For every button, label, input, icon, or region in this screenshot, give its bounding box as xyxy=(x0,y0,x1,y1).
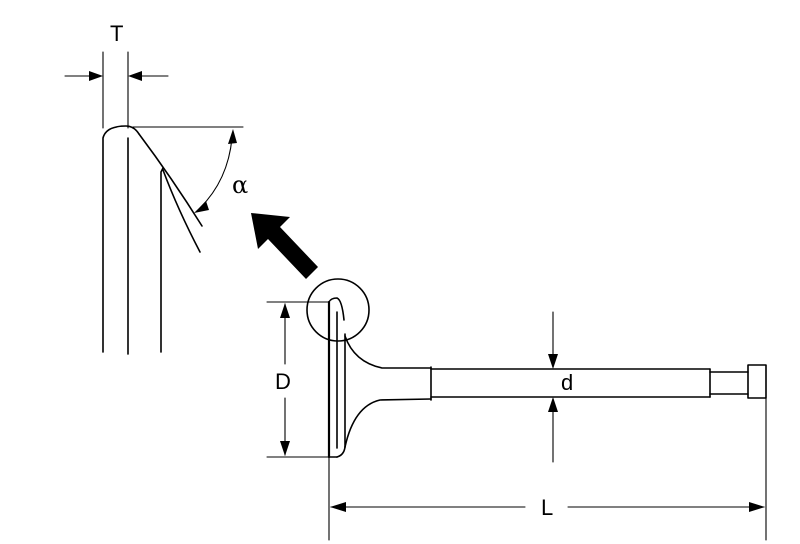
valve-head-top-edge xyxy=(328,297,345,321)
d-dim-arrowhead-top xyxy=(280,303,290,318)
label-D: D xyxy=(275,369,291,394)
valve-lower-fillet xyxy=(344,398,432,448)
detail-view xyxy=(64,51,244,355)
d-dim-arrowhead-bottom xyxy=(280,441,290,456)
angle-arc xyxy=(199,137,233,209)
angle-arrowhead-top xyxy=(228,129,237,144)
angle-arrowhead-bottom xyxy=(194,201,209,213)
stem-tip xyxy=(747,364,767,399)
label-L: L xyxy=(541,495,553,520)
valve-head-bottom-curve xyxy=(336,446,346,458)
l-dim-arrowhead-left xyxy=(330,502,346,512)
label-alpha: α xyxy=(232,171,248,199)
detail-seat-curve-outer xyxy=(138,133,203,227)
label-T: T xyxy=(110,21,123,46)
detail-seat-curve-inner xyxy=(162,169,201,253)
label-d: d xyxy=(561,370,573,395)
detail-fillet-line xyxy=(160,167,164,353)
l-dim-arrowhead-right xyxy=(749,502,765,512)
t-dim-left-arrowhead xyxy=(89,71,103,81)
detail-face-outline xyxy=(102,125,140,353)
detail-pointer-arrow xyxy=(251,213,318,279)
d-small-dim-arrowhead-top xyxy=(548,354,558,369)
t-dim-right-arrowhead xyxy=(128,71,142,81)
detail-circle xyxy=(306,278,370,342)
valve-main-view xyxy=(266,278,767,541)
d-small-dim-arrowhead-bottom xyxy=(548,397,558,412)
valve-upper-fillet xyxy=(344,335,432,369)
